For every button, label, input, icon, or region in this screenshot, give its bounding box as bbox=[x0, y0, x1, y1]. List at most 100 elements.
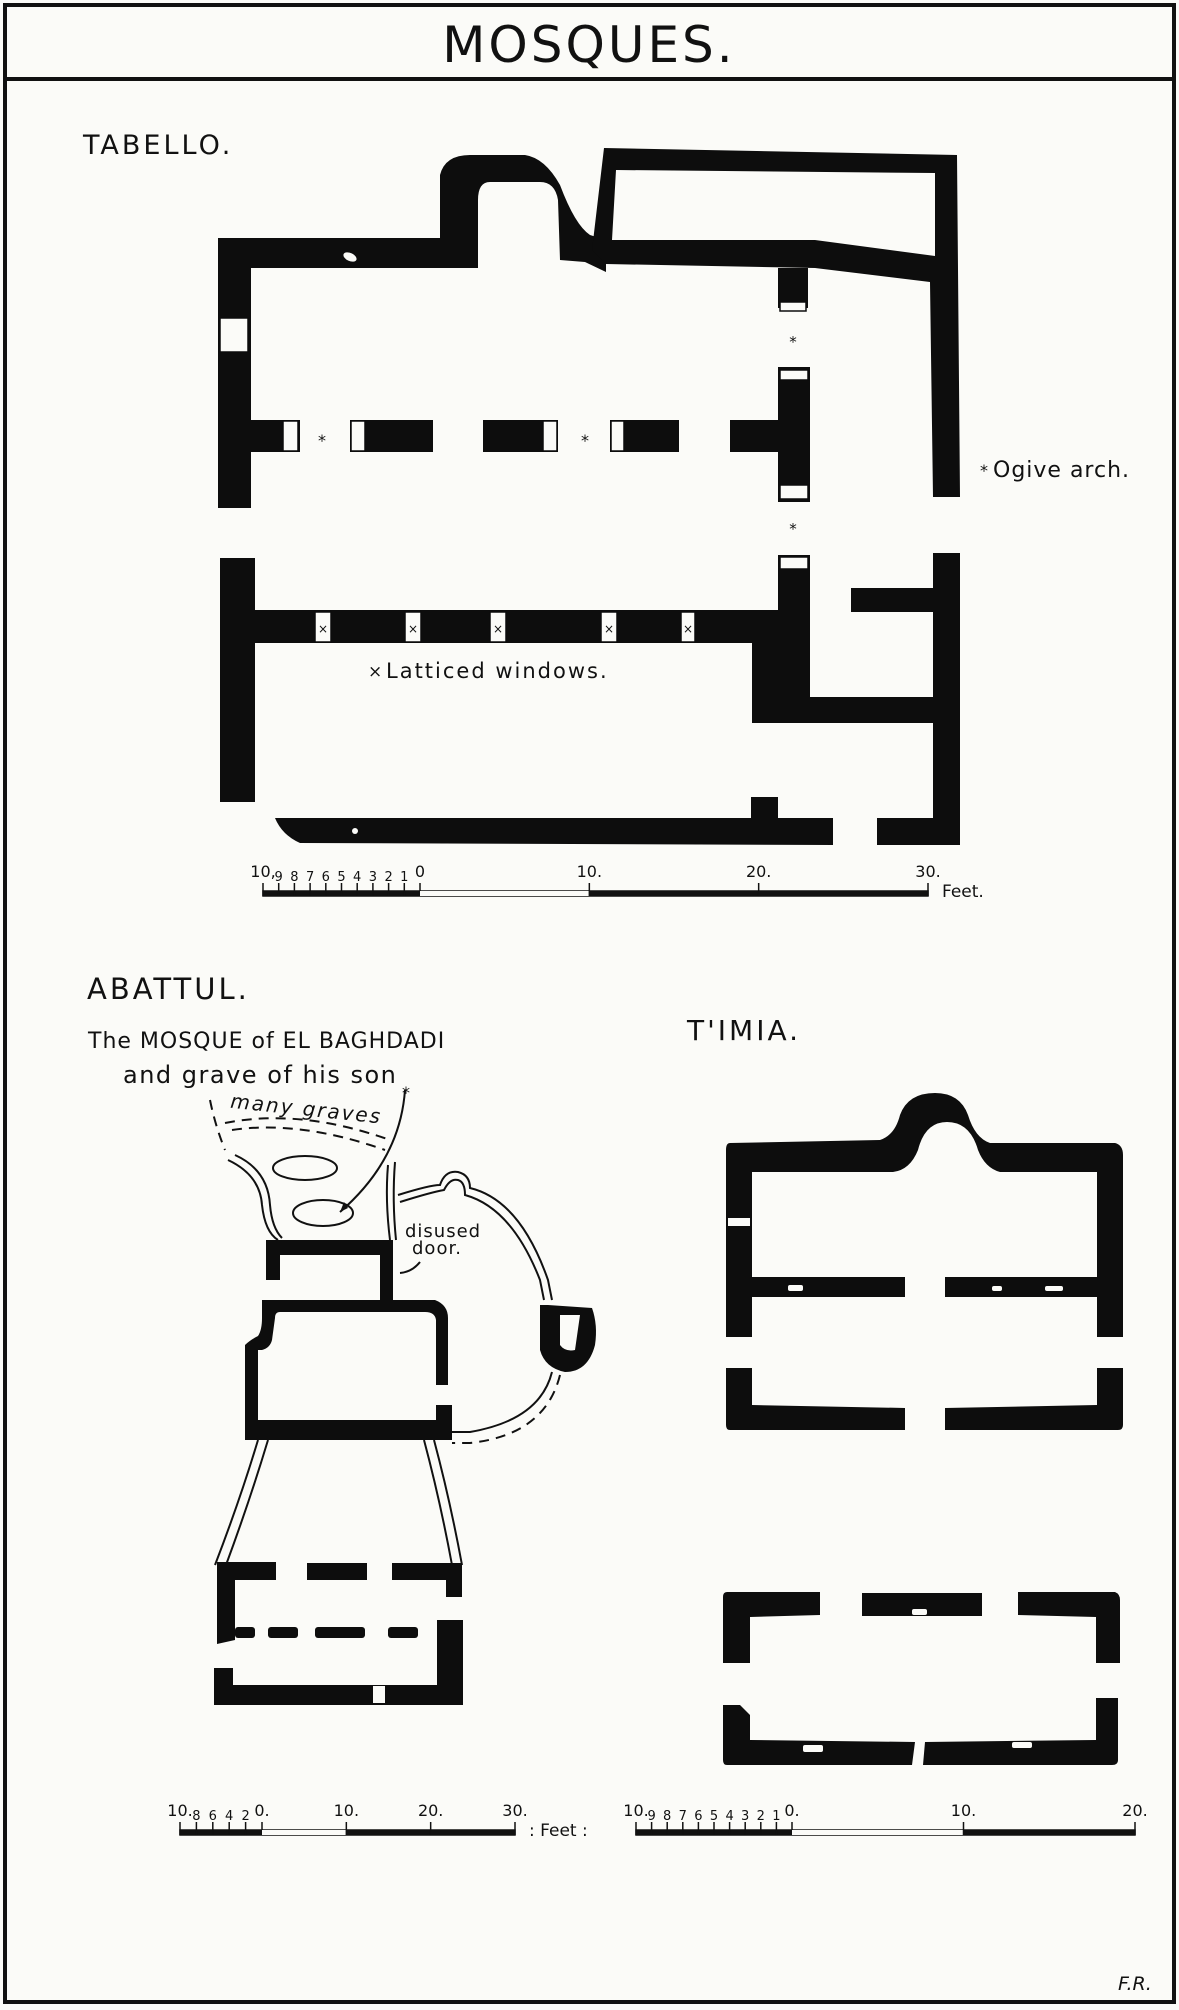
scale-unit-label: Feet. bbox=[942, 882, 984, 902]
tabello-divider-mid bbox=[778, 367, 810, 502]
arrow-head-icon bbox=[340, 1202, 348, 1212]
abattul-main-hall bbox=[245, 1300, 452, 1440]
scale-tick-label: 8 bbox=[192, 1809, 200, 1824]
timia-lower-n bbox=[862, 1593, 982, 1616]
tabello-divider-light bbox=[779, 484, 809, 500]
timia-heading: T'IMIA. bbox=[686, 1014, 801, 1047]
scale-tick-label: 3 bbox=[369, 870, 377, 885]
tabello-pier-light bbox=[542, 420, 558, 452]
abattul-south-door bbox=[373, 1686, 385, 1703]
scale-segment bbox=[430, 1830, 515, 1835]
latticed-window bbox=[489, 611, 507, 643]
corridor-wall-west bbox=[214, 1439, 259, 1566]
tabello-stub-wall bbox=[851, 588, 935, 612]
scale-tick-label: 10. bbox=[167, 1801, 192, 1820]
abattul-south-hall-nw bbox=[217, 1562, 276, 1644]
scale-tick-label: 2 bbox=[241, 1809, 249, 1824]
timia-mid-wall-east bbox=[945, 1277, 1097, 1297]
scale-tick-label: 10. bbox=[334, 1801, 359, 1820]
scale-tick-label: 2 bbox=[384, 870, 392, 885]
scale-tick-label: 6 bbox=[694, 1809, 702, 1824]
timia-plan bbox=[723, 1093, 1123, 1765]
timia-north-block bbox=[726, 1093, 1123, 1337]
scale-segment bbox=[346, 1830, 431, 1835]
east-enclosure-wall bbox=[452, 1371, 553, 1433]
latticed-windows: × × × × × bbox=[314, 611, 696, 643]
abattul-dash-wall bbox=[315, 1627, 365, 1638]
ogive-legend-marker: * bbox=[980, 461, 988, 480]
scale-tick-label: 1 bbox=[772, 1809, 780, 1824]
scale-segment bbox=[420, 891, 590, 896]
abattul-caption-line2: and grave of his son bbox=[123, 1061, 397, 1089]
abattul-plan: many graves * disused door. bbox=[209, 1083, 596, 1705]
tabello-heading: TABELLO. bbox=[82, 130, 233, 161]
latticed-window bbox=[680, 611, 696, 643]
graveyard-wall-east bbox=[392, 1161, 397, 1241]
latticed-window bbox=[404, 611, 422, 643]
ogive-legend: Ogive arch. bbox=[993, 458, 1130, 483]
latticed-window bbox=[314, 611, 332, 643]
arch-marker: * bbox=[581, 431, 589, 450]
tabello-east-wall-lower bbox=[933, 553, 960, 845]
scale-unit-label: : Feet : bbox=[529, 1821, 588, 1841]
arch-marker: * bbox=[789, 520, 797, 538]
scale-tick-label: 8 bbox=[663, 1809, 671, 1824]
graveyard-boundary bbox=[231, 1126, 386, 1151]
timia-lower-sw bbox=[723, 1705, 915, 1765]
timia-lower-se bbox=[923, 1698, 1118, 1765]
graveyard-boundary bbox=[224, 1117, 391, 1141]
corridor-wall-east bbox=[433, 1439, 463, 1566]
timia-mid-window bbox=[1045, 1286, 1063, 1291]
scale-segment bbox=[589, 891, 759, 896]
scale-tick-label: 10. bbox=[623, 1801, 648, 1820]
grave-of-son bbox=[292, 1199, 354, 1227]
graveyard-wall-west bbox=[234, 1154, 283, 1239]
door-pointer-arrow bbox=[399, 1261, 421, 1274]
scale-tick-label: 1 bbox=[400, 870, 408, 885]
corridor-wall-west bbox=[225, 1439, 269, 1566]
many-graves-note: many graves bbox=[229, 1089, 383, 1129]
corridor-wall-east bbox=[423, 1439, 453, 1566]
scale-tick-label: 10, bbox=[250, 862, 275, 881]
scale-tick-label: 5 bbox=[337, 870, 345, 885]
scale-tick-label: 20. bbox=[746, 862, 771, 881]
tabello-south-niche bbox=[352, 828, 358, 834]
scale-segment bbox=[262, 1830, 347, 1835]
scale-tick-label: 8 bbox=[290, 870, 298, 885]
scale-segment bbox=[963, 1830, 1135, 1835]
tabello-pier-light bbox=[282, 420, 299, 452]
abattul-south-hall-ne bbox=[392, 1563, 462, 1597]
tabello-pier bbox=[730, 420, 780, 452]
grave bbox=[272, 1155, 338, 1181]
tabello-west-wall-upper bbox=[218, 238, 251, 508]
timia-mid-window bbox=[788, 1285, 803, 1291]
tabello-south-wall-east bbox=[877, 818, 960, 845]
tabello-divider-light bbox=[779, 369, 809, 381]
scale-bar-fill bbox=[180, 1830, 262, 1835]
timia-mid-wall-west bbox=[752, 1277, 905, 1297]
abattul-dash-wall bbox=[388, 1627, 418, 1638]
abattul-dash-wall bbox=[268, 1627, 298, 1638]
tabello-west-wall-lower bbox=[220, 558, 255, 802]
page-title: MOSQUES. bbox=[442, 16, 735, 74]
scale-segment bbox=[758, 891, 928, 896]
scale-segment bbox=[792, 1830, 964, 1835]
abattul-south-hall-n bbox=[307, 1563, 367, 1580]
arch-marker: * bbox=[789, 333, 797, 351]
timia-lower-ne bbox=[1018, 1592, 1120, 1663]
abattul-heading: ABATTUL. bbox=[87, 972, 250, 1006]
tabello-inner-wall bbox=[752, 697, 960, 723]
scale-tick-label: 10. bbox=[577, 862, 602, 881]
scale-tick-label: 0. bbox=[254, 1801, 269, 1820]
abattul-caption-line1: The MOSQUE of EL BAGHDADI bbox=[87, 1029, 445, 1054]
scale-tick-label: 7 bbox=[306, 870, 314, 885]
outer-frame bbox=[3, 3, 1176, 2004]
scale-tick-label: 30. bbox=[915, 862, 940, 881]
scale-tick-label: 2 bbox=[757, 1809, 765, 1824]
scale-tick-label: 4 bbox=[725, 1809, 733, 1824]
pointer-arrow bbox=[339, 1089, 406, 1213]
